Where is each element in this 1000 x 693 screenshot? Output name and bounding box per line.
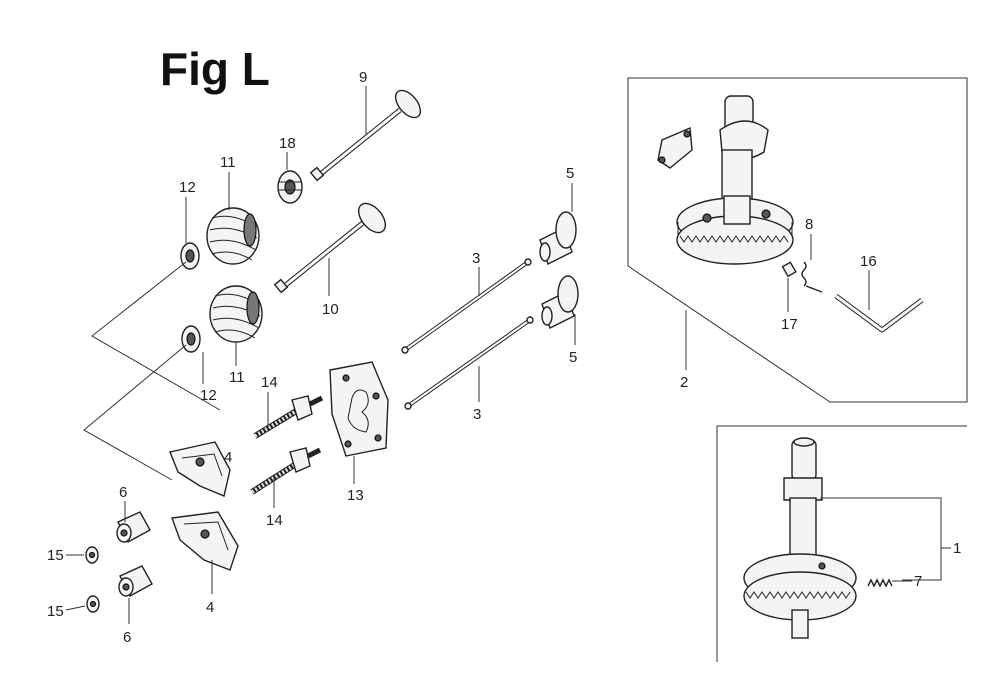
label-14-lower: 14: [266, 512, 283, 529]
label-1: 1: [953, 540, 961, 557]
stem-seal-18: [277, 170, 303, 204]
label-4-upper: 4: [224, 449, 232, 466]
label-17: 17: [781, 316, 798, 333]
label-5-lower: 5: [569, 349, 577, 366]
push-rod-3-upper: [401, 258, 532, 354]
pin-17: [781, 261, 797, 278]
label-11-lower: 11: [229, 369, 245, 386]
spring-retainer-12-upper: [180, 242, 200, 270]
label-15-upper: 15: [47, 547, 64, 564]
pivot-6-lower: [118, 565, 153, 597]
camshaft-set-frame: [716, 425, 967, 662]
label-9: 9: [359, 69, 367, 86]
label-13: 13: [347, 487, 364, 504]
label-4-lower: 4: [206, 599, 214, 616]
label-2: 2: [680, 374, 688, 391]
label-3-upper: 3: [472, 250, 480, 267]
stud-bolt-14-upper: [253, 395, 324, 439]
figure-title: Fig L: [160, 43, 270, 95]
push-rod-3-lower: [404, 316, 534, 410]
valve-spring-11-upper: [206, 207, 260, 265]
spring-retainer-12-lower: [181, 325, 201, 353]
valve-9: [309, 89, 422, 182]
rocker-arm-4-upper: [169, 441, 231, 497]
label-8: 8: [805, 216, 813, 233]
valve-spring-11-lower: [209, 285, 263, 343]
label-11-upper: 11: [220, 154, 236, 171]
rocker-arm-4-lower: [171, 511, 239, 571]
spring-8: [801, 261, 823, 293]
label-6-upper: 6: [119, 484, 127, 501]
label-18: 18: [279, 135, 296, 152]
camshaft-2: [676, 95, 794, 265]
label-10: 10: [322, 301, 339, 318]
nut-15-lower: [86, 595, 100, 613]
nut-15-upper: [85, 546, 99, 564]
decompressor-weight-2: [657, 126, 693, 169]
label-7: 7: [914, 573, 922, 590]
camshaft-assembly-frame: [627, 77, 968, 403]
tappet-5-lower: [541, 275, 579, 329]
pivot-6-upper: [116, 511, 151, 543]
label-12-upper: 12: [179, 179, 196, 196]
label-3-lower: 3: [473, 406, 481, 423]
stud-bolt-14-lower: [250, 447, 322, 495]
valve-10: [273, 202, 387, 294]
label-15-lower: 15: [47, 603, 64, 620]
label-5-upper: 5: [566, 165, 574, 182]
label-6-lower: 6: [123, 629, 131, 646]
label-16: 16: [860, 253, 877, 270]
guide-plate-13: [329, 361, 389, 457]
spring-7: [867, 578, 893, 588]
tappet-5-upper: [539, 211, 577, 265]
l-shaped-rod-16: [834, 293, 924, 333]
label-14-upper: 14: [261, 374, 278, 391]
camshaft-1: [743, 437, 857, 639]
label-12-lower: 12: [200, 387, 217, 404]
